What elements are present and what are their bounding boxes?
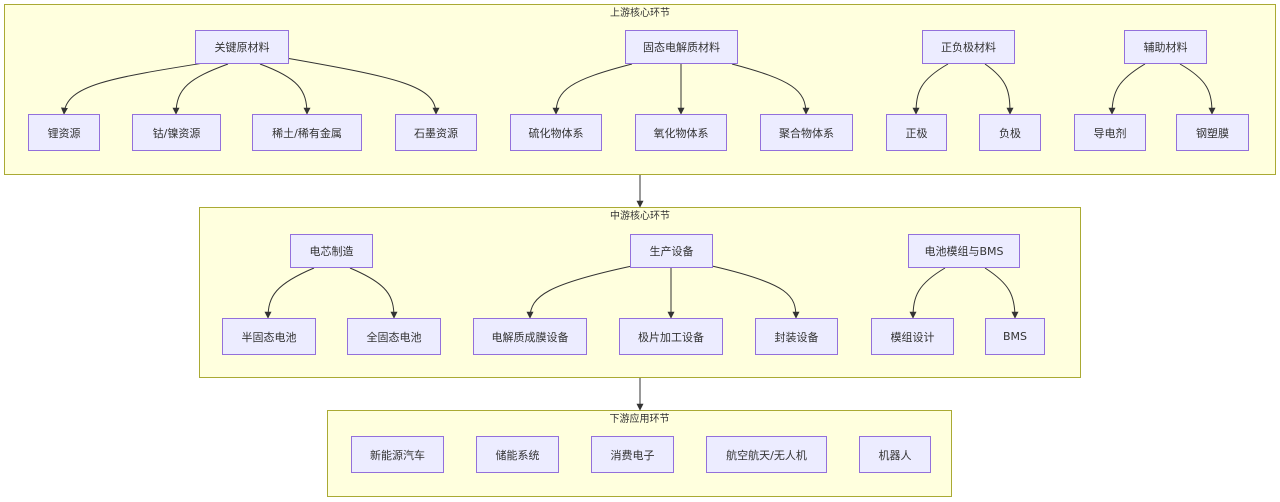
- node-solid-electrolyte-materials[interactable]: 固态电解质材料: [625, 30, 738, 64]
- node-consumer-electronics[interactable]: 消费电子: [591, 436, 674, 473]
- node-cell-manufacturing[interactable]: 电芯制造: [290, 234, 373, 268]
- node-all-solid-battery[interactable]: 全固态电池: [347, 318, 441, 355]
- node-lithium[interactable]: 锂资源: [28, 114, 100, 151]
- node-cathode[interactable]: 正极: [886, 114, 947, 151]
- node-graphite[interactable]: 石墨资源: [395, 114, 477, 151]
- node-oxide[interactable]: 氧化物体系: [635, 114, 727, 151]
- node-new-energy-vehicle[interactable]: 新能源汽车: [351, 436, 444, 473]
- node-semi-solid-battery[interactable]: 半固态电池: [222, 318, 316, 355]
- cluster-title-downstream: 下游应用环节: [609, 414, 670, 425]
- node-module-design[interactable]: 模组设计: [871, 318, 954, 355]
- node-separator[interactable]: 钢塑膜: [1176, 114, 1249, 151]
- node-anode[interactable]: 负极: [979, 114, 1041, 151]
- node-production-equipment[interactable]: 生产设备: [630, 234, 713, 268]
- node-aerospace-drone[interactable]: 航空航天/无人机: [706, 436, 827, 473]
- node-auxiliary-materials[interactable]: 辅助材料: [1124, 30, 1207, 64]
- node-polymer[interactable]: 聚合物体系: [760, 114, 853, 151]
- node-electrolyte-film-equipment[interactable]: 电解质成膜设备: [473, 318, 587, 355]
- node-conductive-agent[interactable]: 导电剂: [1074, 114, 1146, 151]
- node-bms[interactable]: BMS: [985, 318, 1045, 355]
- node-packaging-equipment[interactable]: 封装设备: [755, 318, 838, 355]
- node-rare-earth[interactable]: 稀土/稀有金属: [252, 114, 362, 151]
- node-energy-storage[interactable]: 储能系统: [476, 436, 559, 473]
- node-robot[interactable]: 机器人: [859, 436, 931, 473]
- node-sulfide[interactable]: 硫化物体系: [510, 114, 602, 151]
- cluster-title-upstream: 上游核心环节: [610, 8, 670, 19]
- node-electrode-materials[interactable]: 正负极材料: [922, 30, 1015, 64]
- node-cobalt-nickel[interactable]: 钴/镍资源: [132, 114, 221, 151]
- node-module-bms[interactable]: 电池模组与BMS: [908, 234, 1020, 268]
- node-key-materials[interactable]: 关键原材料: [195, 30, 289, 64]
- cluster-title-midstream: 中游核心环节: [610, 211, 670, 222]
- node-electrode-processing-equipment[interactable]: 极片加工设备: [619, 318, 723, 355]
